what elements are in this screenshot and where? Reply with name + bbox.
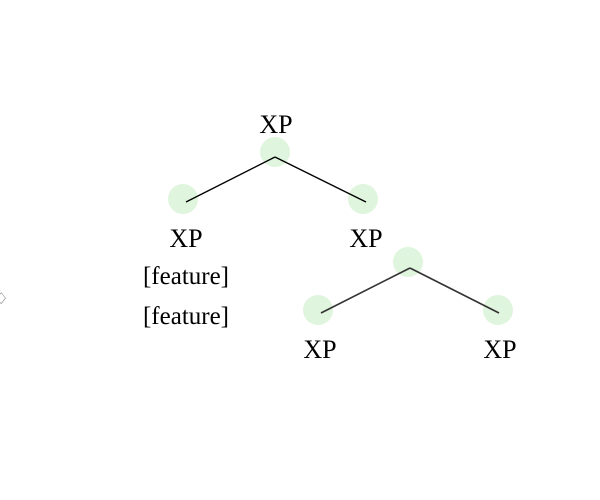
grandchild-right-node-dot[interactable] [483,295,513,325]
left-child-feature-1: [feature] [142,263,230,290]
left-child-node-dot[interactable] [168,184,198,214]
edge-xp-grandchild-right [409,267,500,314]
drag-handle-icon[interactable]: ♢ [0,289,9,308]
left-child-feature-2: [feature] [142,303,230,330]
root-node-dot[interactable] [260,137,290,167]
root-label: XP [259,110,293,139]
edge-root-right [274,156,367,203]
grandchild-right-label: XP [483,335,517,364]
grandchild-left-label: XP [303,335,337,364]
right-child-node-dot-top[interactable] [348,184,378,214]
grandchild-left-node-dot[interactable] [303,295,333,325]
right-child-node-dot-bottom[interactable] [393,247,423,277]
left-child-label: XP [169,224,203,253]
edge-root-left [185,156,276,203]
right-child-label: XP [349,224,383,253]
edge-xp-grandchild-left [320,267,411,314]
